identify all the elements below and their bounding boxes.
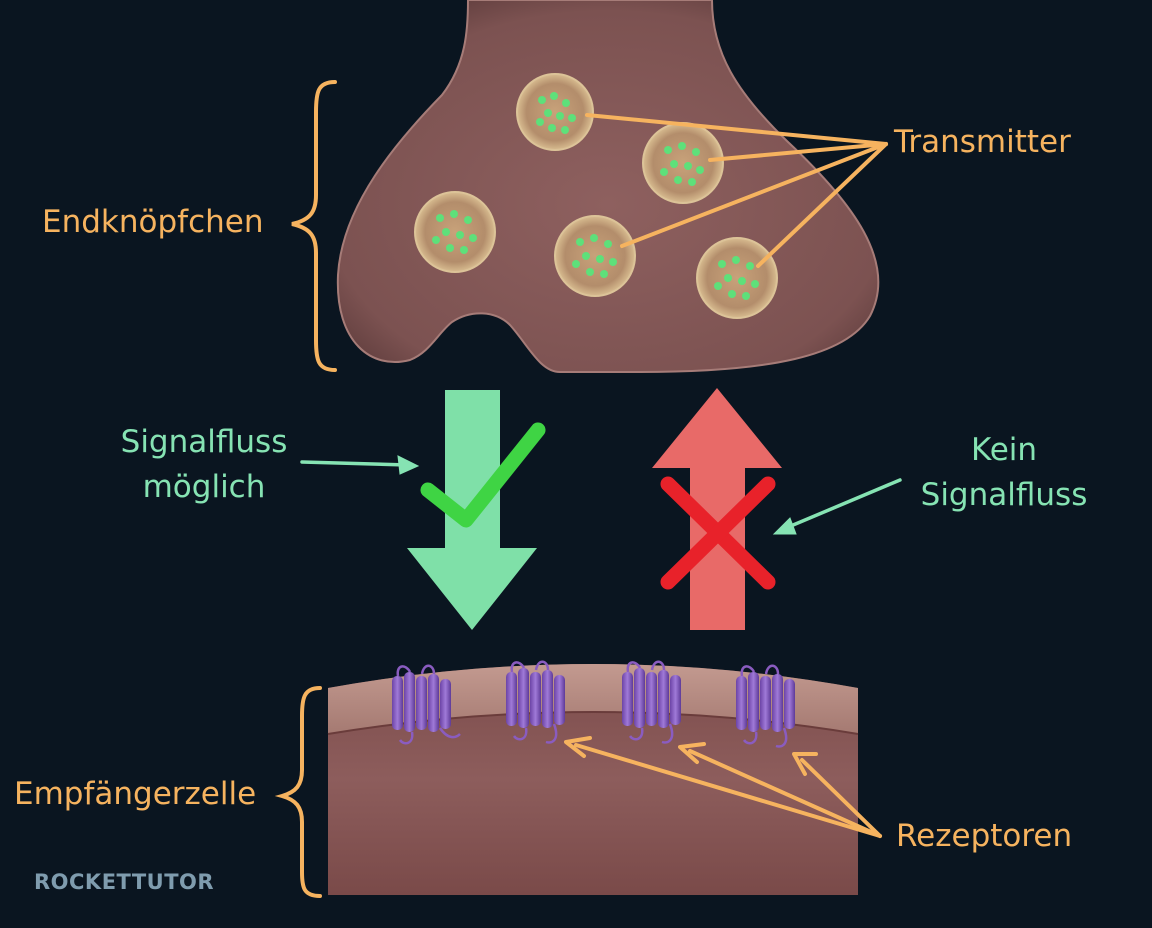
brace-icon [291, 80, 337, 372]
vesicle-5 [696, 237, 778, 319]
receptor-pointer-lines [574, 743, 882, 838]
signal-flow-line2: möglich [142, 469, 266, 505]
vesicle-1 [516, 73, 594, 151]
vesicle-4 [554, 215, 636, 297]
check-icon [420, 422, 546, 528]
no-signal-label-pointer [772, 478, 902, 535]
no-signal-flow-line2: Signalfluss [920, 477, 1088, 513]
no-signal-flow-label: Kein Signalfluss [904, 428, 1104, 518]
signal-label-pointer [300, 455, 420, 475]
blocked-flow-arrow-up [652, 388, 782, 630]
transmitter-pointer-lines [585, 113, 888, 268]
receptor-1 [392, 664, 461, 745]
transmitter-label: Transmitter [894, 124, 1071, 160]
brand-logo: ROCKETTUTOR [34, 870, 215, 894]
cross-icon [660, 476, 776, 590]
receptors-label: Rezeptoren [896, 818, 1073, 854]
receptor-3 [622, 660, 681, 744]
signal-flow-possible-label: Signalfluss möglich [106, 420, 302, 510]
receiver-cell [328, 664, 858, 895]
vesicle-3 [414, 191, 496, 273]
brace-icon [274, 686, 322, 898]
receptor-pointer-heads [564, 736, 818, 776]
signal-flow-line1: Signalfluss [120, 424, 288, 460]
no-signal-flow-line1: Kein [970, 432, 1038, 468]
presynaptic-terminal [336, 0, 880, 373]
receptor-2 [506, 660, 565, 744]
receptor-4 [736, 664, 795, 748]
terminal-label: Endknöpfchen [42, 204, 264, 240]
vesicle-2 [642, 122, 724, 204]
receiver-label: Empfängerzelle [14, 776, 257, 812]
